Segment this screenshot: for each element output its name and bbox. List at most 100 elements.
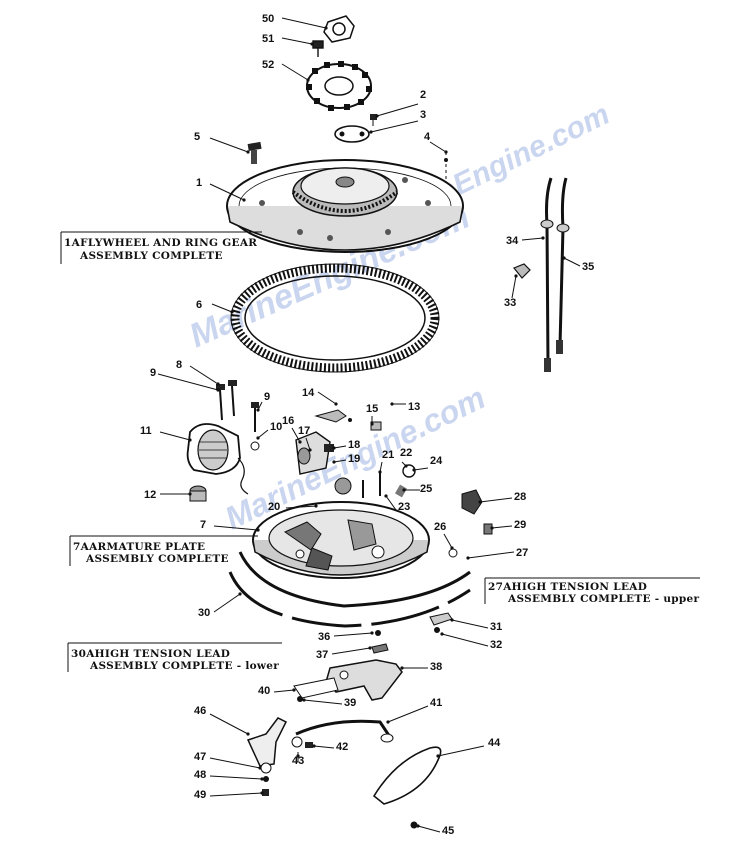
callout-number: 26 [434, 521, 446, 533]
caption-line1: ARMATURE PLATE [88, 541, 205, 553]
leader-line [159, 431, 191, 441]
lead-clip [513, 263, 531, 279]
leader-line [281, 17, 327, 29]
callout-number: 15 [366, 403, 378, 415]
callout-number: 8 [176, 359, 182, 371]
leader-line [281, 63, 309, 81]
flywheel-nut [323, 15, 355, 43]
callout-number: 35 [582, 261, 594, 273]
leader-arrowhead [378, 470, 382, 474]
leader-arrowhead [370, 422, 374, 426]
washer-36 [375, 630, 381, 636]
leader-arrowhead [440, 632, 444, 636]
callout-number: 38 [430, 661, 442, 673]
leader-arrowhead [541, 236, 545, 240]
screw-45 [410, 821, 418, 829]
callout-number: 4 [424, 131, 431, 143]
washer-26 [448, 548, 458, 558]
leader-arrowhead [450, 618, 454, 622]
condenser [189, 485, 207, 502]
svg-text:7AARMATURE PLATE: 7AARMATURE PLATE [73, 541, 205, 553]
leader-arrowhead [302, 698, 306, 702]
callout-number: 44 [488, 737, 501, 749]
leader-line [521, 237, 544, 241]
leader-line [443, 533, 453, 549]
callout-number: 11 [140, 425, 152, 437]
caption-armature-assembly: 7AARMATURE PLATE ASSEMBLY COMPLETE [69, 535, 258, 566]
leader-line [437, 745, 485, 757]
callout-number: 27 [516, 547, 528, 559]
leader-arrowhead [436, 754, 440, 758]
callout-number: 29 [514, 519, 526, 531]
callout-number: 39 [344, 697, 356, 709]
leader-line [157, 373, 219, 391]
leader-arrowhead [332, 460, 336, 464]
leader-arrowhead [216, 382, 220, 386]
caption-line1: HIGH TENSION LEAD [512, 581, 647, 593]
leader-arrowhead [332, 446, 336, 450]
leader-line [189, 365, 219, 385]
callout-number: 48 [194, 769, 206, 781]
caption-line2: ASSEMBLY COMPLETE - lower [89, 660, 279, 672]
callout-number: 43 [292, 755, 304, 767]
callout-number: 45 [442, 825, 454, 837]
leader-arrowhead [324, 26, 328, 30]
caption-line2: ASSEMBLY COMPLETE [79, 250, 223, 262]
caption-line2: ASSEMBLY COMPLETE - upper [507, 593, 700, 605]
leader-line [209, 183, 245, 201]
leader-arrowhead [514, 274, 518, 278]
leader-arrowhead [260, 777, 264, 781]
leader-arrowhead [375, 114, 379, 118]
screw-28 [461, 489, 483, 515]
leader-arrowhead [450, 546, 454, 550]
callout-number: 10 [270, 421, 282, 433]
leader-arrowhead [238, 592, 242, 596]
leader-line [376, 103, 419, 117]
callout-number: 36 [318, 631, 330, 643]
leader-line [387, 705, 429, 723]
callout-number: 5 [194, 131, 200, 143]
leader-arrowhead [242, 198, 246, 202]
callout-number: 19 [348, 453, 360, 465]
callout-number: 12 [144, 489, 156, 501]
leader-line [317, 391, 337, 405]
callout-number: 21 [382, 449, 394, 461]
leader-arrowhead [390, 402, 394, 406]
leader-arrowhead [260, 791, 264, 795]
callout-number: 28 [514, 491, 526, 503]
caption-ref: 30A [71, 648, 95, 660]
leader-line [563, 257, 581, 267]
callout-number: 25 [420, 483, 432, 495]
leader-line [209, 757, 261, 769]
leader-line [413, 467, 429, 471]
leader-arrowhead [246, 732, 250, 736]
leader-arrowhead [312, 744, 316, 748]
callout-number: 2 [420, 89, 426, 101]
leader-line [511, 275, 517, 299]
callout-number: 20 [268, 501, 280, 513]
high-tension-lead-lower [228, 571, 471, 628]
leader-arrowhead [334, 402, 338, 406]
leader-arrowhead [412, 468, 416, 472]
callout-number: 32 [490, 639, 502, 651]
leader-line [451, 619, 489, 629]
screw-2 [370, 114, 377, 126]
leader-line [209, 792, 263, 797]
svg-text:30AHIGH TENSION LEAD: 30AHIGH TENSION LEAD [71, 648, 230, 660]
high-tension-lead-35 [556, 177, 570, 354]
leader-arrowhead [256, 408, 260, 412]
flywheel [226, 159, 464, 253]
leader-line [467, 551, 515, 559]
leader-line [370, 120, 419, 133]
ignition-coil [186, 423, 249, 495]
callout-number: 14 [302, 387, 315, 399]
leader-arrowhead [230, 310, 234, 314]
leader-line [333, 632, 373, 637]
callout-number: 6 [196, 299, 202, 311]
leader-arrowhead [370, 631, 374, 635]
high-tension-lead-upper [238, 551, 471, 608]
callout-number: 17 [298, 425, 310, 437]
leader-arrowhead [384, 494, 388, 498]
leader-line [429, 141, 447, 153]
